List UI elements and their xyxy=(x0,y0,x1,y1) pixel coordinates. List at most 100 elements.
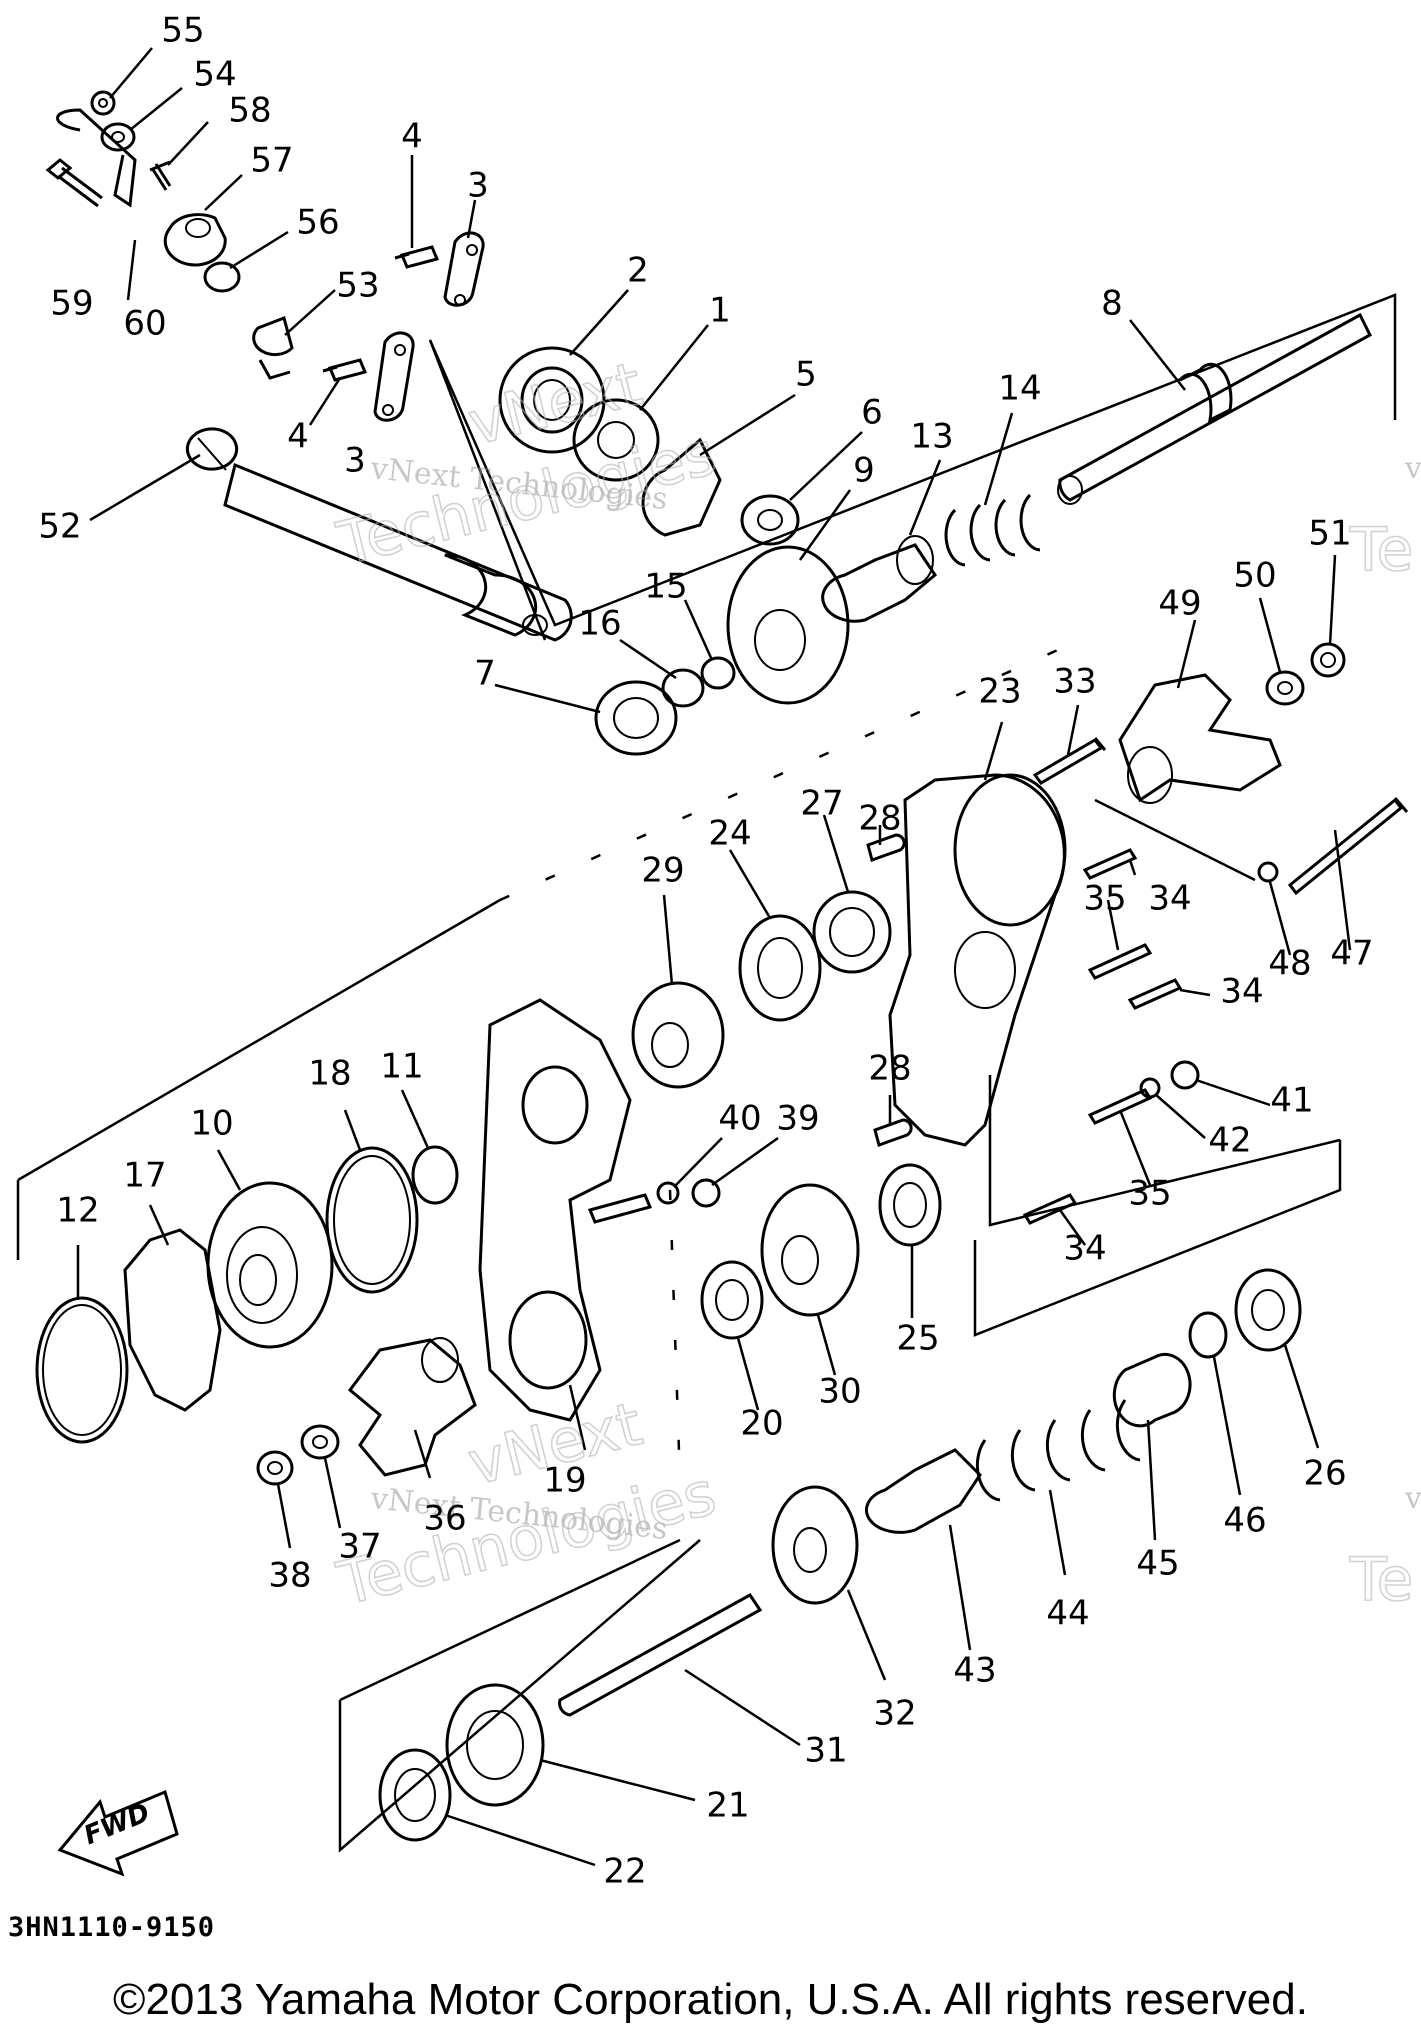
part-29-gear xyxy=(631,981,725,1089)
leader-lines xyxy=(76,47,1352,1867)
part-32-driven-gear xyxy=(771,1485,859,1605)
copyright-notice: ©2013 Yamaha Motor Corporation, U.S.A. A… xyxy=(113,1975,1308,2024)
part-28-dowel-upper xyxy=(866,833,906,862)
part-57-bore xyxy=(185,218,211,238)
leader-34-lower xyxy=(1058,1209,1087,1246)
label-part-32: 32 xyxy=(873,1694,916,1734)
part-52-teeth xyxy=(197,437,227,471)
label-part-5: 5 xyxy=(795,355,817,395)
label-part-20: 20 xyxy=(740,1404,783,1444)
part-27-oil-seal-inner xyxy=(829,907,875,957)
part-36-universal-joint-yoke xyxy=(347,1338,477,1477)
label-part-46: 46 xyxy=(1223,1501,1266,1541)
label-part-19: 19 xyxy=(543,1461,586,1501)
leader-23 xyxy=(983,721,1004,781)
part-3-upper-hole-a xyxy=(466,244,478,256)
part-28-dowel-lower xyxy=(873,1118,913,1147)
label-part-51: 51 xyxy=(1308,514,1351,554)
part-34-bolt-upper xyxy=(1082,848,1138,880)
leader-11 xyxy=(400,1089,430,1149)
leader-34-middle xyxy=(1179,988,1211,997)
part-34-bolt-middle xyxy=(1127,978,1183,1010)
leader-51 xyxy=(1328,554,1337,646)
label-part-43: 43 xyxy=(953,1651,996,1691)
label-part-34-middle: 34 xyxy=(1220,972,1263,1012)
leader-13 xyxy=(908,459,942,536)
part-54-washer xyxy=(100,122,136,152)
part-46-circlip xyxy=(1188,1311,1228,1359)
label-part-17: 17 xyxy=(123,1156,166,1196)
leader-6 xyxy=(789,431,863,501)
label-part-54: 54 xyxy=(193,55,236,95)
leader-16 xyxy=(619,638,677,680)
leader-9 xyxy=(798,489,852,561)
leader-26 xyxy=(1283,1344,1320,1449)
label-part-28-upper: 28 xyxy=(858,799,901,839)
label-part-7: 7 xyxy=(474,654,496,694)
part-23-cover-bore xyxy=(954,931,1016,1009)
leader-34-upper xyxy=(1128,859,1137,876)
case-frame-diagonal xyxy=(17,898,501,1182)
part-58-screw xyxy=(149,160,172,191)
part-9-ring-gear-hub xyxy=(754,609,806,671)
label-part-45: 45 xyxy=(1136,1544,1179,1584)
part-23-cover-rim xyxy=(953,773,1067,927)
leader-44 xyxy=(1048,1489,1067,1576)
part-1-washer xyxy=(572,398,660,482)
label-part-24: 24 xyxy=(708,814,751,854)
part-4-screw-lower xyxy=(322,358,368,382)
watermark-edge-te-lower: Te xyxy=(1349,1545,1413,1615)
label-part-22: 22 xyxy=(603,1852,646,1892)
part-36-yoke-bore xyxy=(421,1337,459,1383)
leader-47 xyxy=(1333,829,1352,951)
label-part-53: 53 xyxy=(336,266,379,306)
part-38-nut xyxy=(256,1450,294,1486)
leader-32 xyxy=(846,1589,887,1681)
leader-30 xyxy=(816,1314,837,1376)
part-15-washer xyxy=(700,656,736,690)
label-part-12: 12 xyxy=(56,1191,99,1231)
leader-21 xyxy=(539,1758,696,1802)
part-41-bolt-head xyxy=(1170,1060,1200,1090)
part-5-bevel-pinion xyxy=(641,437,722,537)
part-19-case-bore-upper xyxy=(521,1065,589,1145)
part-10-housing-bore xyxy=(239,1254,277,1306)
leader-31 xyxy=(684,1668,801,1747)
label-part-16: 16 xyxy=(578,604,621,644)
case-frame-right xyxy=(1094,798,1256,882)
label-part-1: 1 xyxy=(709,291,731,331)
label-part-18: 18 xyxy=(308,1054,351,1094)
label-part-3-upper: 3 xyxy=(467,166,489,206)
part-18-o-ring xyxy=(325,1146,419,1294)
leader-50 xyxy=(1258,597,1282,673)
upper-assembly-frame-left xyxy=(428,339,547,641)
part-44-spring xyxy=(975,1399,1141,1502)
forward-direction-arrow: FWD xyxy=(57,1789,179,1877)
leader-35-lower xyxy=(1118,1109,1152,1186)
part-7-bearing-inner xyxy=(613,697,659,739)
leader-37 xyxy=(323,1457,342,1529)
label-part-50: 50 xyxy=(1233,556,1276,596)
leader-2 xyxy=(569,289,629,356)
leader-58 xyxy=(167,121,209,166)
part-39-nut xyxy=(691,1178,721,1208)
part-48-washer xyxy=(1257,861,1279,883)
part-30-gear xyxy=(760,1183,860,1317)
label-part-35-upper: 35 xyxy=(1083,879,1126,919)
part-59-bolt xyxy=(45,158,103,208)
front-yoke-parts xyxy=(256,1337,477,1486)
part-56-o-ring xyxy=(203,261,241,293)
leader-45 xyxy=(1146,1419,1157,1541)
part-25-bearing xyxy=(878,1163,942,1247)
part-2-bearing-inner xyxy=(520,366,584,434)
watermark-edge-v-lower: v xyxy=(1404,1481,1421,1516)
part-53-shift-arm xyxy=(252,316,294,380)
label-part-47: 47 xyxy=(1330,934,1373,974)
label-part-6: 6 xyxy=(861,393,883,433)
part-24-bearing-inner xyxy=(757,937,803,999)
part-6-nut xyxy=(740,494,800,546)
leader-18 xyxy=(343,1109,362,1151)
leader-1 xyxy=(639,324,709,411)
